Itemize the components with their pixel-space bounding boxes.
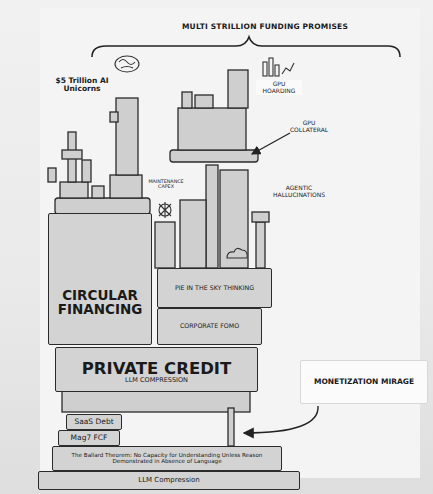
pillar-block — [228, 408, 234, 446]
slab-block — [62, 390, 250, 412]
stack-block: CIRCULAR FINANCING — [48, 213, 152, 345]
callout-label: GPU HOARDING — [256, 80, 302, 95]
base-band: LLM Compression — [38, 471, 300, 490]
callout-label: $5 Trillion AI Unicorns — [50, 76, 114, 95]
block-label: PIE IN THE SKY THINKING — [175, 285, 254, 292]
pillar-block — [228, 70, 248, 108]
block-sublabel: LLM COMPRESSION — [125, 377, 188, 384]
pillar-block — [256, 222, 265, 268]
leader-arrow — [244, 406, 318, 433]
pillar-block — [82, 160, 91, 182]
block-label: LLM Compression — [138, 477, 200, 484]
stack-block: Mag7 FCF — [58, 430, 120, 446]
stack-block: SaaS Debt — [66, 414, 122, 430]
small-block — [252, 212, 269, 222]
small-block — [110, 112, 118, 122]
network-icon — [159, 202, 171, 218]
callout-label: GPU COLLATERAL — [282, 119, 336, 134]
callout-label: MAINTENANCE CAPEX — [140, 178, 192, 191]
base-band: The Ballard Theorem: No Capacity for Und… — [52, 446, 282, 471]
gpu-block — [178, 108, 246, 150]
small-block — [182, 92, 192, 108]
diagram-title: MULTI STRILLION FUNDING PROMISES — [130, 22, 400, 31]
block-label: PRIVATE CREDIT — [82, 360, 232, 377]
block-label: Mag7 FCF — [71, 434, 108, 442]
small-block — [92, 186, 104, 198]
block-label: CIRCULAR FINANCING — [52, 288, 148, 316]
block-label: MONETIZATION MIRAGE — [314, 378, 414, 386]
pillar-block — [206, 165, 218, 268]
slab-block — [55, 198, 150, 214]
brain-icon — [119, 60, 135, 69]
tall-block — [116, 98, 138, 175]
small-block — [155, 222, 175, 268]
small-block — [180, 200, 206, 268]
block-label: SaaS Debt — [74, 418, 113, 426]
bar-icon — [275, 65, 279, 76]
stack-block: PIE IN THE SKY THINKING — [157, 268, 272, 308]
callout-label: AGENTIC HALLUCINATIONS — [266, 184, 332, 199]
block-label: CORPORATE FOMO — [180, 323, 239, 330]
small-block — [62, 150, 82, 159]
curly-bracket — [92, 37, 400, 57]
chart-icon — [282, 63, 294, 74]
bar-icon — [263, 62, 267, 76]
foundation-slab: PRIVATE CREDITLLM COMPRESSION — [55, 347, 258, 392]
cloud-icon — [227, 248, 247, 258]
brain-icon — [115, 56, 139, 72]
bar-icon — [269, 58, 273, 76]
tall-block — [220, 170, 248, 268]
callout-box: MONETIZATION MIRAGE — [300, 360, 428, 404]
leader-arrow — [252, 133, 290, 154]
small-block — [110, 175, 142, 198]
paper-panel — [40, 8, 420, 478]
platform-block — [170, 150, 258, 162]
small-block — [60, 182, 88, 198]
small-block — [195, 95, 213, 108]
stack-block: CORPORATE FOMO — [157, 308, 262, 345]
pillar-block — [48, 168, 56, 182]
block-label: The Ballard Theorem: No Capacity for Und… — [57, 453, 277, 465]
